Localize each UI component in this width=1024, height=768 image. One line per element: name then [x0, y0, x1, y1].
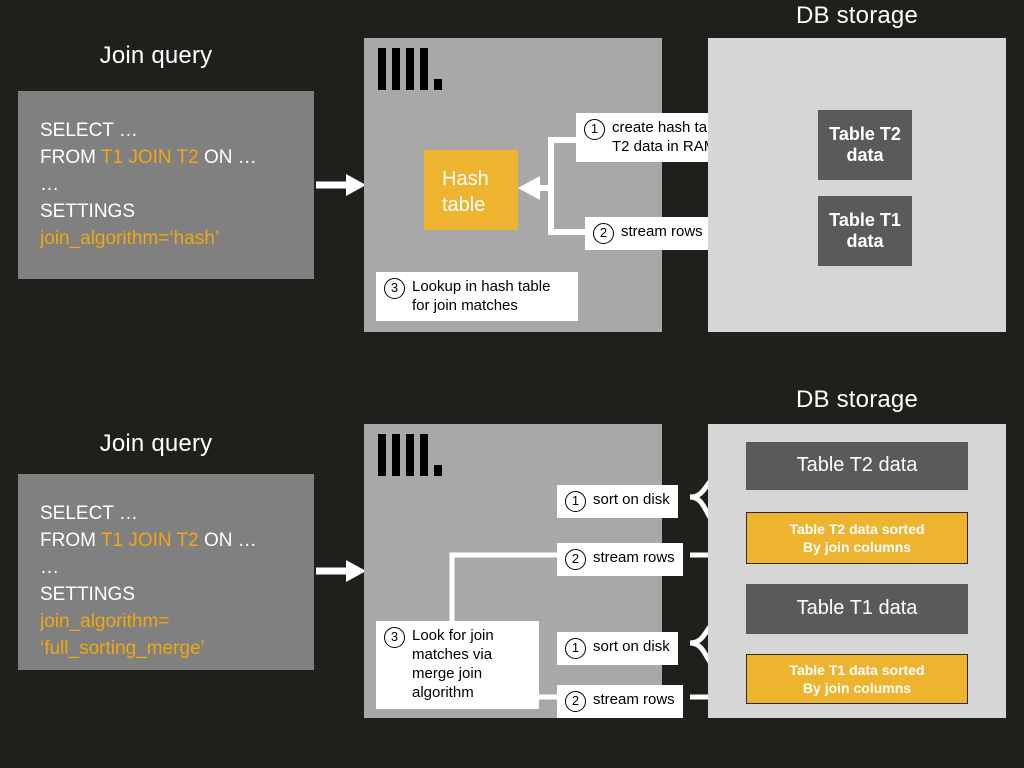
bottom-table-t2-sorted-line-1: Table T2 data sorted	[789, 520, 925, 537]
bottom-callout-5-text: stream rows	[593, 691, 675, 708]
bottom-query-line-4: SETTINGS	[40, 584, 136, 605]
bottom-query-line-6: ‘full_sorting_merge’	[40, 638, 205, 659]
top-query-to-server-arrow	[316, 174, 366, 196]
bottom-callout-merge-join: 3 Look for join matches via merge join a…	[376, 621, 539, 709]
top-db-storage-panel	[708, 38, 1006, 332]
top-query-line2-tables: T1 JOIN T2	[100, 147, 199, 168]
bottom-callout-1-number: 1	[565, 491, 586, 512]
bottom-query-line2-on: ON …	[198, 530, 257, 551]
bottom-callout-3-number: 3	[384, 627, 405, 648]
top-hash-table-box: Hash table	[424, 150, 518, 230]
bottom-table-t1-sorted-line-1: Table T1 data sorted	[789, 661, 925, 678]
bottom-table-t2-box: Table T2 data	[746, 442, 968, 490]
bottom-table-t1-sorted-line-2: By join columns	[802, 680, 912, 696]
top-query-line-5: join_algorithm=‘hash’	[40, 228, 220, 249]
bottom-callout-2-text: stream rows	[593, 549, 675, 566]
top-query-box: SELECT … FROM T1 JOIN T2 ON … … SETTINGS…	[18, 91, 314, 279]
top-callout-2: 2 stream rows	[585, 217, 711, 250]
bottom-callout-4-number: 1	[565, 638, 586, 659]
top-join-query-heading: Join query	[99, 42, 213, 69]
top-callout-3: 3 Lookup in hash table for join matches	[376, 272, 578, 321]
top-hash-table-line-1: Hash	[442, 168, 489, 190]
bottom-callout-sort-on-disk-t2: 1 sort on disk	[557, 485, 678, 518]
top-query-line-4: SETTINGS	[40, 201, 136, 222]
bottom-table-t1-box: Table T1 data	[746, 584, 968, 634]
bottom-table-t2-sorted-line-2: By join columns	[802, 539, 912, 555]
bottom-callout-5-number: 2	[565, 691, 586, 712]
top-callout-3-text: Lookup in hash table for join matches	[412, 278, 551, 314]
bottom-query-line2-tables: T1 JOIN T2	[100, 530, 199, 551]
bottom-callout-4-text: sort on disk	[593, 638, 670, 655]
top-query-line-3: …	[40, 174, 60, 195]
top-table-t2-line-1: Table T2	[829, 123, 901, 144]
bottom-query-line-2: FROM T1 JOIN T2 ON …	[40, 527, 292, 554]
bottom-join-query-heading: Join query	[99, 430, 213, 457]
top-callout-2-text: stream rows	[621, 223, 703, 240]
bottom-table-t1-sorted-box: Table T1 data sorted By join columns	[746, 654, 968, 704]
top-callout-2-number: 2	[593, 223, 614, 244]
clickhouse-logo-icon	[378, 434, 450, 480]
clickhouse-logo-icon	[378, 48, 450, 94]
bottom-query-line2-from: FROM	[40, 530, 101, 551]
top-table-t1-line-1: Table T1	[829, 209, 901, 230]
top-query-line2-on: ON …	[198, 147, 257, 168]
bottom-callout-1-text: sort on disk	[593, 491, 670, 508]
top-table-t2-line-2: data	[846, 145, 884, 165]
bottom-callout-2-number: 2	[565, 549, 586, 570]
bottom-table-t2-sorted-box: Table T2 data sorted By join columns	[746, 512, 968, 564]
top-callout-3-number: 3	[384, 278, 405, 299]
bottom-query-line-1: SELECT …	[40, 503, 138, 524]
bottom-callout-3-text: Look for join matches via merge join alg…	[412, 627, 494, 701]
top-callout-1-number: 1	[584, 119, 605, 140]
bottom-callout-stream-rows-t1: 2 stream rows	[557, 685, 683, 718]
top-table-t1-line-2: data	[846, 231, 884, 251]
bottom-callout-sort-on-disk-t1: 1 sort on disk	[557, 632, 678, 665]
bottom-query-to-server-arrow	[316, 560, 366, 582]
top-db-storage-heading: DB storage	[795, 2, 919, 29]
bottom-query-line-3: …	[40, 557, 60, 578]
bottom-db-storage-heading: DB storage	[795, 386, 919, 413]
top-query-line-2: FROM T1 JOIN T2 ON …	[40, 144, 292, 171]
top-query-line-1: SELECT …	[40, 120, 138, 141]
bottom-query-line-5: join_algorithm=	[40, 611, 170, 632]
bottom-callout-stream-rows-t2: 2 stream rows	[557, 543, 683, 576]
top-hash-table-line-2: table	[442, 194, 486, 216]
top-query-line2-from: FROM	[40, 147, 101, 168]
bottom-query-box: SELECT … FROM T1 JOIN T2 ON … … SETTINGS…	[18, 474, 314, 670]
